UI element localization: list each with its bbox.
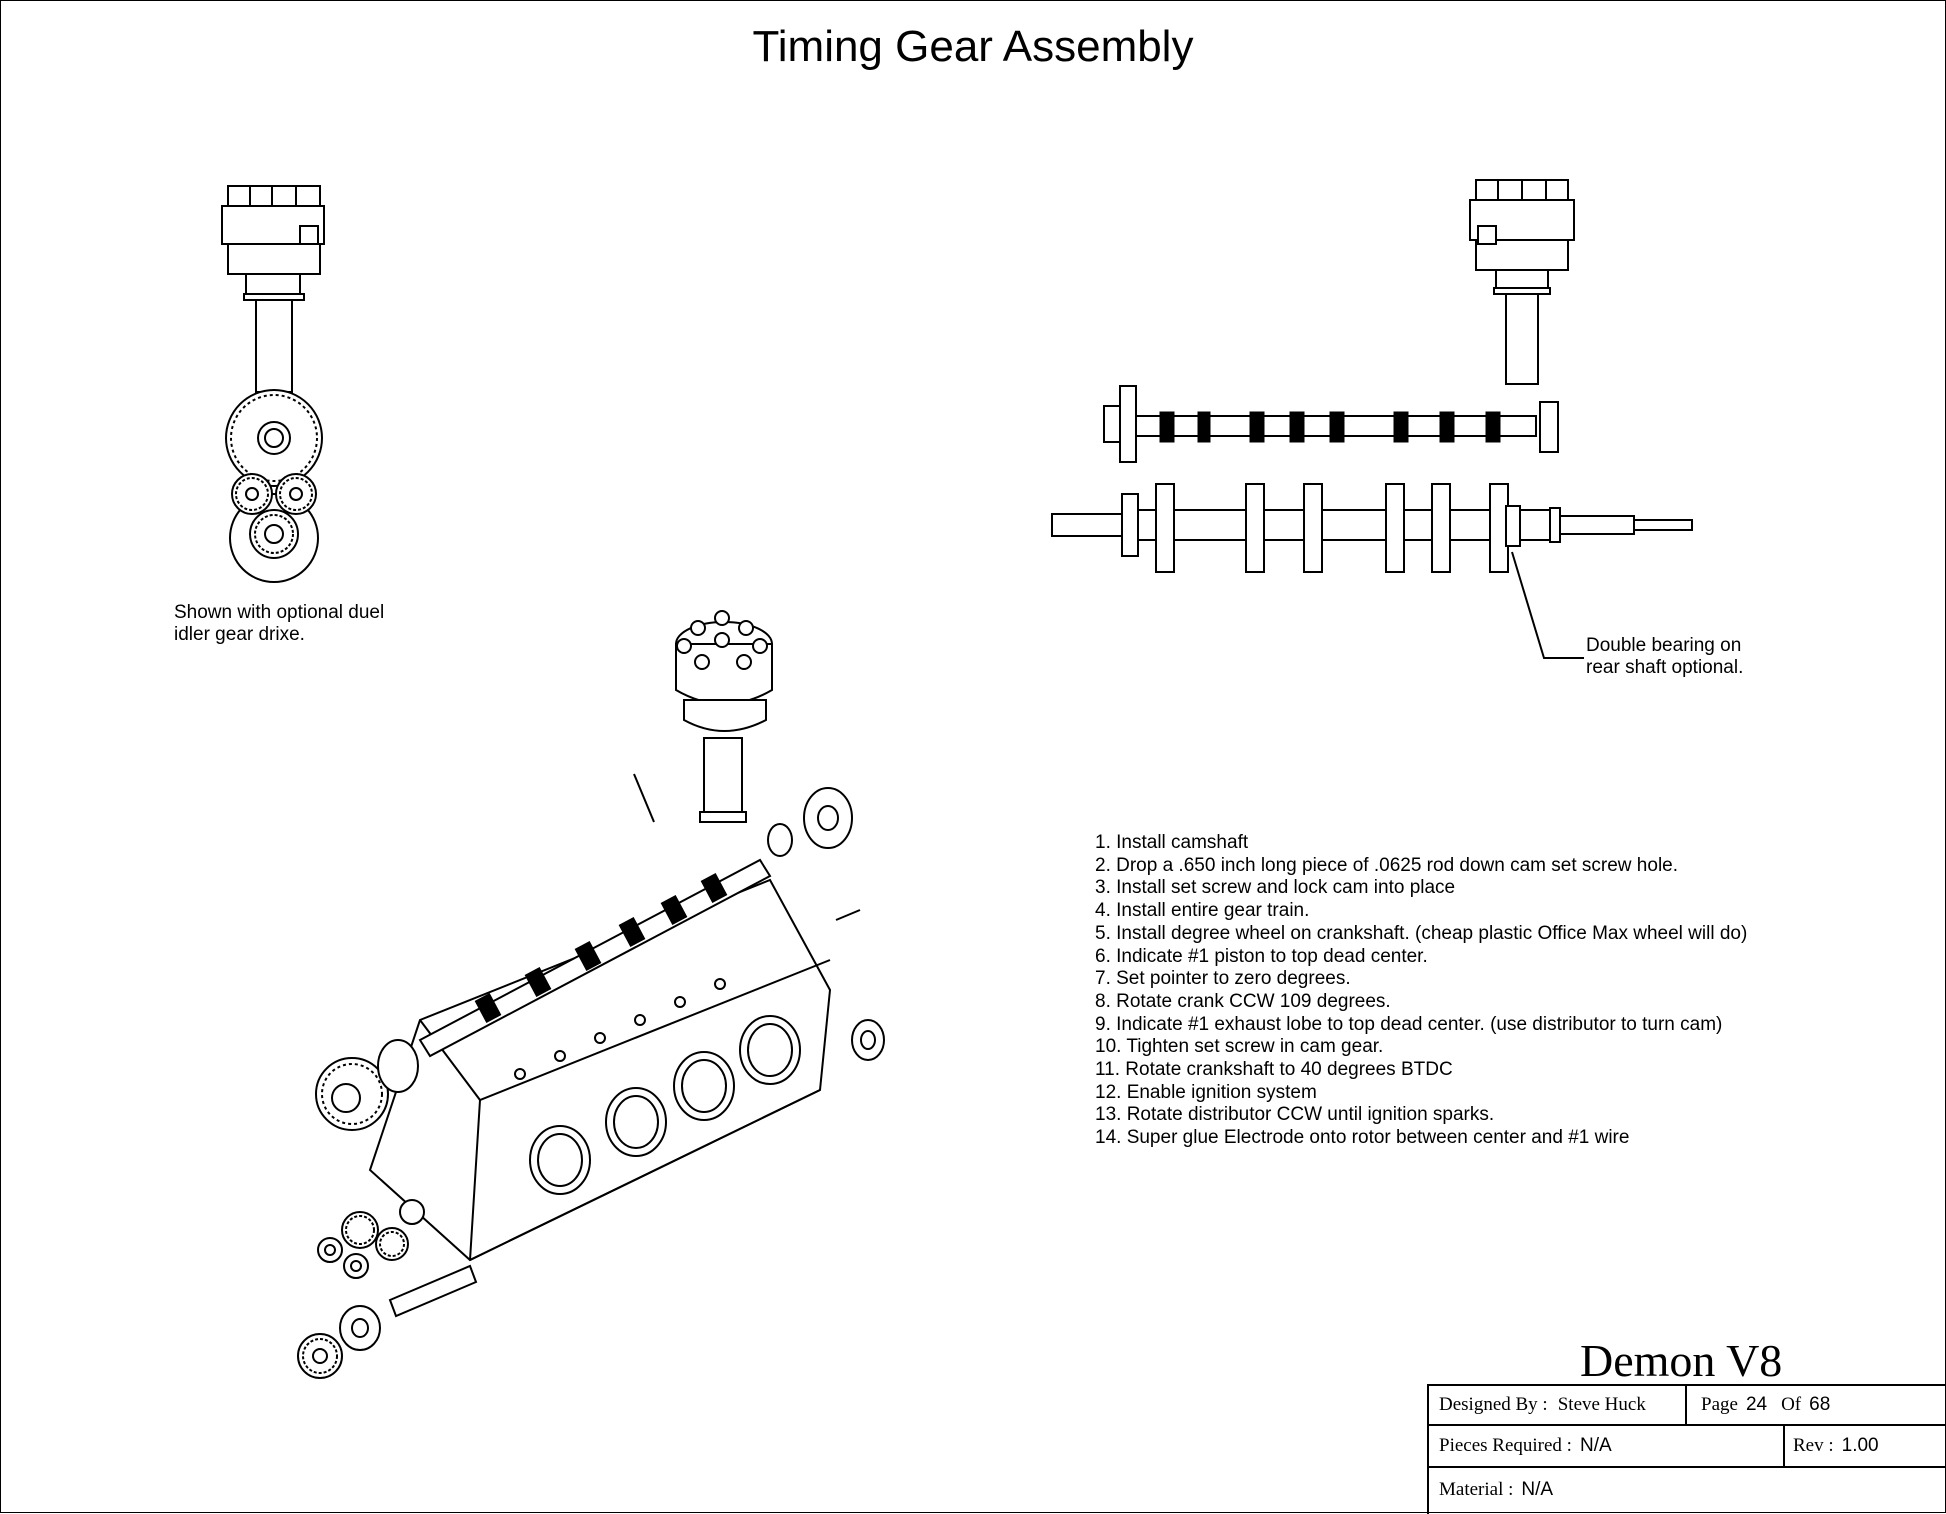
step-item: 1. Install camshaft	[1095, 832, 1249, 853]
step-item: 11. Rotate crankshaft to 40 degrees BTDC	[1095, 1059, 1453, 1081]
cell-divider	[1783, 1426, 1785, 1466]
project-name: Demon V8	[1580, 1335, 1783, 1386]
cell-divider	[1685, 1386, 1687, 1424]
rear-shaft	[1559, 515, 1635, 535]
note-dual-idler: Shown with optional duel idler gear drix…	[174, 602, 385, 645]
pieces-value: N/A	[1579, 1435, 1612, 1456]
idler-gear-right	[275, 473, 317, 515]
rev-value: 1.00	[1841, 1435, 1879, 1456]
front-view-gear-train	[221, 185, 325, 583]
title-block: Designed By : Steve Huck Page 24 Of 68 P…	[1427, 1384, 1946, 1514]
crankshaft	[1137, 509, 1559, 541]
side-view-shafts	[1051, 179, 1693, 659]
cam-gear-side	[1119, 385, 1137, 463]
title-block-row-designer: Designed By : Steve Huck Page 24 Of 68	[1429, 1386, 1946, 1426]
pieces-label: Pieces Required :	[1439, 1435, 1572, 1456]
designed-by-value: Steve Huck	[1557, 1394, 1646, 1415]
step-item: 7. Set pointer to zero degrees.	[1095, 968, 1351, 990]
total-pages: 68	[1809, 1394, 1831, 1415]
step-item: 14. Super glue Electrode onto rotor betw…	[1095, 1127, 1630, 1149]
drawing-title: Timing Gear Assembly	[752, 22, 1194, 71]
step-item: 3. Install set screw and lock cam into p…	[1095, 877, 1456, 899]
step-item: 9. Indicate #1 exhaust lobe to top dead …	[1095, 1013, 1723, 1035]
of-label: Of	[1781, 1394, 1802, 1415]
distributor-shaft	[255, 299, 293, 393]
idler-gear-left	[231, 473, 273, 515]
material-value: N/A	[1521, 1479, 1554, 1500]
leader-line	[1511, 551, 1584, 659]
step-item: 4. Install entire gear train.	[1095, 900, 1310, 922]
step-item: 2. Drop a .650 inch long piece of .0625 …	[1095, 854, 1679, 876]
crank-nose	[1051, 513, 1123, 537]
step-item: 8. Rotate crank CCW 109 degrees.	[1095, 990, 1391, 1012]
step-item: 6. Indicate #1 piston to top dead center…	[1095, 945, 1428, 967]
note-double-bearing: Double bearing on rear shaft optional.	[1586, 635, 1744, 678]
rear-bearing	[1505, 505, 1521, 547]
step-item: 12. Enable ignition system	[1095, 1081, 1317, 1103]
assembly-steps: 1. Install camshaft 2. Drop a .650 inch …	[1095, 832, 1747, 1150]
title-block-row-pieces: Pieces Required : N/A Rev : 1.00	[1429, 1426, 1946, 1468]
step-item: 13. Rotate distributor CCW until ignitio…	[1095, 1104, 1495, 1126]
distributor-cap-top	[227, 185, 321, 209]
crank-gear-small	[249, 509, 299, 559]
distributor-body	[227, 243, 321, 275]
step-item: 5. Install degree wheel on crankshaft. (…	[1095, 922, 1748, 944]
designed-by-label: Designed By :	[1439, 1394, 1548, 1415]
step-item: 10. Tighten set screw in cam gear.	[1095, 1036, 1384, 1058]
page-number: 24	[1745, 1394, 1768, 1415]
page-label: Page	[1701, 1394, 1738, 1415]
title-block-row-material: Material : N/A	[1429, 1468, 1946, 1512]
material-label: Material :	[1439, 1479, 1514, 1500]
isometric-engine-view	[297, 610, 885, 1379]
rev-label: Rev :	[1793, 1435, 1834, 1456]
